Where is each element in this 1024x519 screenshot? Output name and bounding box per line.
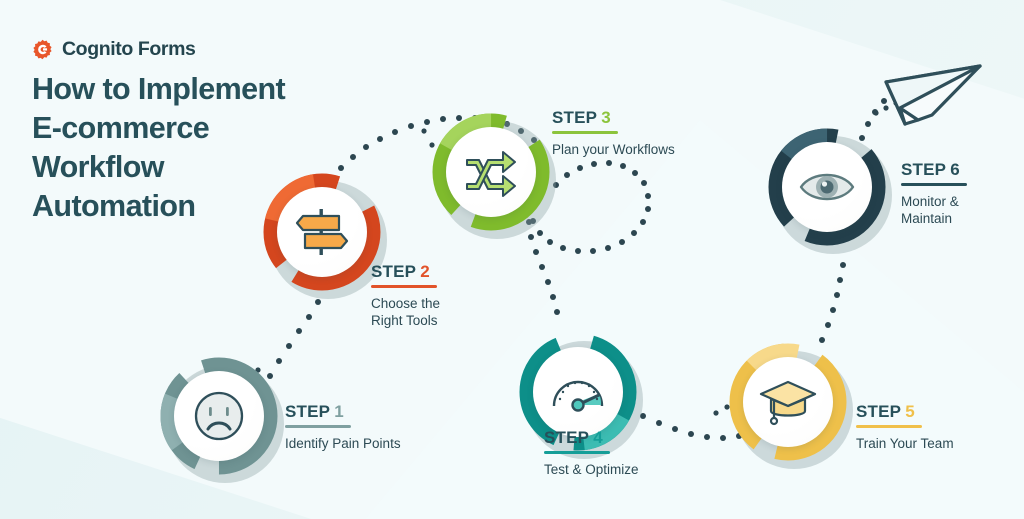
step-2-ring (263, 173, 381, 291)
step-2-step-label: STEP (371, 262, 417, 281)
page-title: How to Implement E-commerce Workflow Aut… (32, 70, 362, 226)
title-line-1: How to Implement (32, 72, 286, 106)
title-line-3: Workflow (32, 150, 164, 184)
step-6-title: Monitor & Maintain (901, 193, 959, 227)
step-5-ring (729, 343, 847, 461)
step-2-rule (371, 285, 437, 288)
step-6-step-label: STEP (901, 160, 947, 179)
step-6-rule (901, 183, 967, 186)
step-4-rule (544, 451, 610, 454)
step-1-title: Identify Pain Points (285, 435, 401, 451)
step-6-ring (768, 128, 886, 246)
step-node-5[interactable] (729, 343, 853, 469)
step-3-icon-disc (446, 127, 536, 217)
step-1-ring (160, 357, 278, 475)
brand-logo: Cognito Forms (32, 38, 196, 61)
brand-name: Cognito Forms (62, 38, 196, 60)
gear-c-logo-icon (33, 39, 52, 60)
step-2-title: Choose the Right Tools (371, 295, 441, 329)
step-4-ring (519, 333, 637, 451)
shuffle-arrows-icon (466, 151, 516, 197)
signpost-directions-icon (295, 209, 349, 255)
step-4-number: 4 (593, 428, 603, 447)
speedometer-gauge-icon (552, 380, 604, 412)
eye-icon (799, 173, 855, 201)
step-node-6[interactable] (768, 128, 892, 254)
step-1-step-label: STEP (285, 402, 331, 421)
step-node-2[interactable] (263, 173, 387, 299)
step-2-icon-disc (277, 187, 367, 277)
step-4-title: Test & Optimize (544, 461, 639, 477)
step-5-rule (856, 425, 922, 428)
step-5-title: Train Your Team (856, 435, 954, 451)
step-3-ring (432, 113, 550, 231)
step-1-rule (285, 425, 351, 428)
step-5-icon-disc (743, 357, 833, 447)
step-5-number: 5 (905, 402, 915, 421)
step-4-icon-disc (533, 347, 623, 437)
step-2-number: 2 (420, 262, 430, 281)
step-6-number: 6 (950, 160, 960, 179)
step-3-number: 3 (601, 108, 611, 127)
step-node-4[interactable] (519, 333, 643, 459)
step-node-3[interactable] (432, 113, 556, 239)
title-line-4: Automation (32, 189, 196, 223)
step-6-icon-disc (782, 142, 872, 232)
step-3-step-label: STEP (552, 108, 598, 127)
step-5-step-label: STEP (856, 402, 902, 421)
title-line-2: E-commerce (32, 111, 210, 145)
step-3-rule (552, 131, 618, 134)
step-1-icon-disc (174, 371, 264, 461)
step-node-1[interactable] (160, 357, 284, 483)
step-3-title: Plan your Workflows (552, 141, 675, 157)
step-4-step-label: STEP (544, 428, 590, 447)
sad-face-icon (194, 391, 244, 441)
step-1-number: 1 (334, 402, 344, 421)
graduation-cap-icon (759, 380, 817, 426)
